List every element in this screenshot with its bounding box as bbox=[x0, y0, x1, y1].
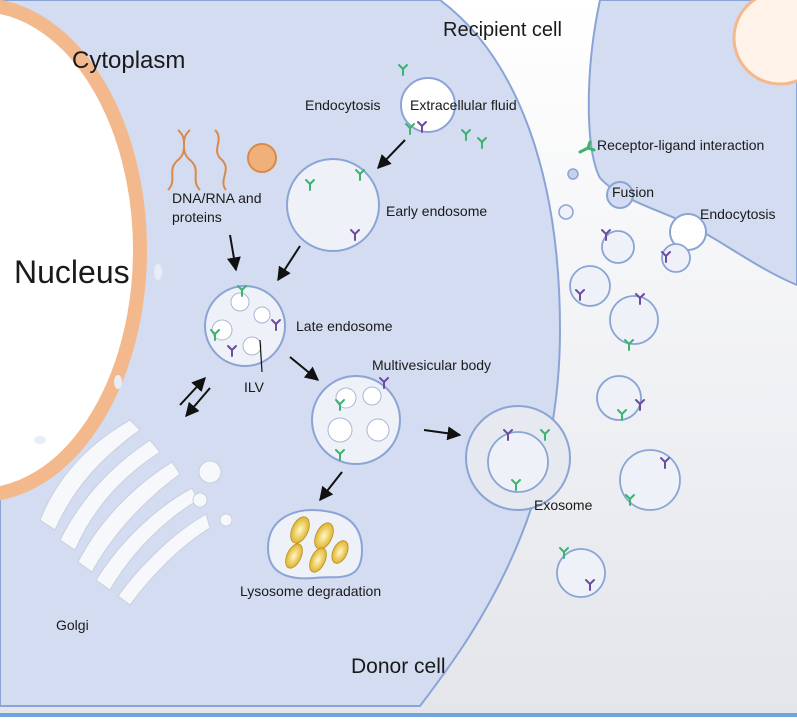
dna-rna-protein-icons bbox=[167, 129, 277, 191]
multivesicular-body bbox=[311, 375, 401, 465]
label-exosome: Exosome bbox=[534, 497, 593, 513]
label-extracellular-fluid: Extracellular fluid bbox=[410, 97, 517, 113]
label-fusion: Fusion bbox=[612, 184, 654, 200]
label-endocytosis-donor: Endocytosis bbox=[305, 97, 380, 113]
label-ilv: ILV bbox=[244, 379, 265, 395]
nuclear-pore bbox=[154, 264, 162, 280]
fusion-bud bbox=[606, 181, 634, 209]
label-early-endosome: Early endosome bbox=[386, 203, 487, 219]
label-dna-rna-line2: proteins bbox=[172, 209, 222, 225]
label-golgi: Golgi bbox=[56, 617, 89, 633]
receptors bbox=[210, 64, 671, 591]
nuclear-pore bbox=[114, 375, 122, 389]
recipient-cell-membrane bbox=[587, 0, 797, 287]
nucleus bbox=[0, 0, 147, 501]
nuclear-pore bbox=[34, 436, 46, 444]
endocytosis-pit bbox=[400, 77, 456, 133]
label-receptor-ligand: Receptor-ligand interaction bbox=[597, 137, 764, 153]
label-nucleus: Nucleus bbox=[14, 254, 130, 290]
label-donor-cell: Donor cell bbox=[351, 655, 446, 678]
label-recipient-cell: Recipient cell bbox=[443, 19, 562, 41]
golgi bbox=[39, 419, 233, 606]
label-multivesicular-body: Multivesicular body bbox=[372, 357, 491, 373]
recipient-nucleus bbox=[732, 0, 797, 86]
small-vesicle bbox=[558, 204, 574, 220]
label-dna-rna-line1: DNA/RNA and bbox=[172, 190, 261, 206]
label-endocytosis-recipient: Endocytosis bbox=[700, 206, 775, 222]
lysosome-granules bbox=[285, 516, 349, 573]
ilv-group bbox=[211, 292, 271, 356]
label-lysosome-degradation: Lysosome degradation bbox=[240, 583, 381, 599]
small-vesicle bbox=[567, 168, 579, 180]
ilv-pointer-line bbox=[259, 339, 263, 373]
label-late-endosome: Late endosome bbox=[296, 318, 393, 334]
bottom-border bbox=[0, 713, 797, 717]
arrows bbox=[179, 139, 462, 502]
early-endosome bbox=[286, 158, 380, 252]
label-cytoplasm: Cytoplasm bbox=[72, 47, 185, 74]
